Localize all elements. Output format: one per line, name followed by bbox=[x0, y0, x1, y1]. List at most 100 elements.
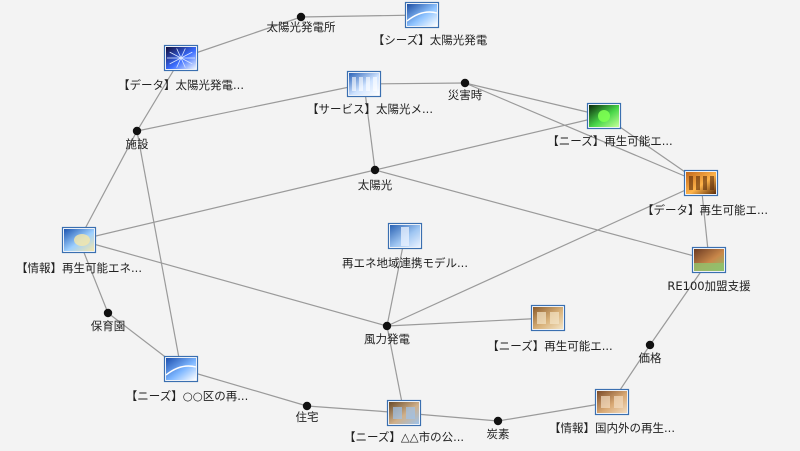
thumb-ray bbox=[176, 48, 182, 59]
thumb-ray bbox=[180, 57, 193, 65]
node-label: 再エネ地域連携モデル... bbox=[342, 256, 468, 270]
thumb-window bbox=[601, 396, 610, 408]
thumb-window bbox=[393, 407, 402, 419]
node-label: 太陽光 bbox=[358, 178, 393, 192]
edge-n1-n2 bbox=[300, 14, 423, 18]
edge-n7-n10 bbox=[78, 130, 138, 241]
thumb-bar bbox=[696, 176, 700, 190]
node-dot[interactable] bbox=[460, 78, 470, 88]
thumb-ray bbox=[169, 57, 182, 65]
thumb-bar bbox=[710, 176, 714, 190]
node-dot[interactable] bbox=[645, 340, 655, 350]
node-dot[interactable] bbox=[103, 308, 113, 318]
thumb-bar bbox=[359, 77, 363, 91]
node-label: 炭素 bbox=[487, 427, 510, 441]
graph-node-n10[interactable]: 【情報】再生可能エネ... bbox=[16, 226, 142, 276]
graph-node-n21[interactable]: 【情報】国内外の再生... bbox=[549, 388, 675, 436]
graph-node-n7[interactable]: 施設 bbox=[126, 126, 149, 151]
thumbnail-image bbox=[407, 4, 437, 26]
thumbnail-image bbox=[349, 73, 379, 95]
thumb-window bbox=[537, 312, 546, 324]
node-label: 価格 bbox=[639, 351, 662, 365]
thumb-window bbox=[550, 312, 559, 324]
edge-n5-n9 bbox=[464, 82, 702, 184]
thumb-bar bbox=[366, 77, 370, 91]
graph-node-n4[interactable]: 【サービス】太陽光メ... bbox=[307, 70, 433, 117]
graph-node-n3[interactable]: 【データ】太陽光発電... bbox=[118, 44, 244, 93]
node-label: 保育園 bbox=[91, 319, 126, 333]
edge-n8-n10 bbox=[78, 169, 376, 241]
edge-n14-n19 bbox=[386, 325, 405, 414]
node-label: 風力発電 bbox=[364, 332, 410, 346]
node-label: 【情報】国内外の再生... bbox=[549, 421, 675, 435]
graph-node-n16[interactable]: 価格 bbox=[639, 340, 662, 365]
graph-node-n8[interactable]: 太陽光 bbox=[358, 165, 393, 192]
graph-node-n1[interactable]: 太陽光発電所 bbox=[267, 12, 336, 34]
node-label: 【情報】再生可能エネ... bbox=[16, 261, 142, 275]
thumb-glow bbox=[598, 110, 610, 122]
edge-n10-n14 bbox=[78, 239, 388, 327]
graph-node-n20[interactable]: 炭素 bbox=[487, 416, 510, 441]
node-label: 【データ】再生可能エ... bbox=[642, 203, 768, 217]
node-label: 【データ】太陽光発電... bbox=[118, 78, 244, 92]
node-label: 施設 bbox=[126, 137, 149, 151]
thumb-ray bbox=[180, 51, 193, 59]
node-dot[interactable] bbox=[302, 401, 312, 411]
node-label: 住宅 bbox=[296, 410, 319, 424]
node-dot[interactable] bbox=[370, 165, 380, 175]
thumb-window bbox=[406, 407, 415, 419]
edge-n11-n14 bbox=[386, 235, 406, 327]
thumb-ray bbox=[176, 57, 182, 68]
node-label: 【ニーズ】○○区の再... bbox=[126, 389, 248, 403]
edge-n7-n17 bbox=[136, 130, 182, 370]
thumb-streak bbox=[406, 11, 438, 22]
thumb-ground bbox=[694, 263, 724, 271]
thumb-window bbox=[614, 396, 623, 408]
node-label: 【サービス】太陽光メ... bbox=[307, 102, 433, 116]
graph-node-n17[interactable]: 【ニーズ】○○区の再... bbox=[126, 355, 248, 404]
node-label: 災害時 bbox=[448, 88, 483, 102]
edge-n14-n9 bbox=[386, 182, 702, 327]
edge-n20-n21 bbox=[497, 401, 613, 422]
thumb-bar bbox=[703, 176, 707, 190]
thumbnail-image bbox=[686, 172, 716, 194]
edge-n17-n18 bbox=[180, 368, 308, 407]
edge-n5-n6 bbox=[464, 82, 605, 117]
graph-node-n15[interactable]: 【ニーズ】再生可能エ... bbox=[487, 304, 613, 354]
node-label: 太陽光発電所 bbox=[267, 20, 336, 34]
edge-n8-n12 bbox=[374, 169, 710, 261]
graph-node-n13[interactable]: 保育園 bbox=[91, 308, 126, 333]
node-dot[interactable] bbox=[132, 126, 142, 136]
node-label: 【ニーズ】再生可能エ... bbox=[487, 339, 612, 353]
node-layer: 太陽光発電所【シーズ】太陽光発電【データ】太陽光発電... 【サービス】太陽光メ.… bbox=[16, 1, 768, 445]
graph-node-n6[interactable]: 【ニーズ】再生可能エ... bbox=[547, 102, 673, 149]
graph-node-n5[interactable]: 災害時 bbox=[448, 78, 483, 102]
graph-node-n9[interactable]: 【データ】再生可能エ... bbox=[642, 169, 768, 218]
node-dot[interactable] bbox=[382, 321, 392, 331]
graph-node-n18[interactable]: 住宅 bbox=[296, 401, 319, 424]
thumb-bar bbox=[689, 176, 693, 190]
node-label: 【シーズ】太陽光発電 bbox=[373, 33, 488, 47]
node-dot[interactable] bbox=[296, 12, 306, 22]
edge-n3-n1 bbox=[180, 16, 302, 59]
node-label: 【ニーズ】再生可能エ... bbox=[547, 134, 672, 148]
graph-node-n14[interactable]: 風力発電 bbox=[364, 321, 410, 346]
edge-n8-n6 bbox=[374, 115, 605, 171]
thumb-ray bbox=[180, 48, 186, 59]
thumb-bar bbox=[373, 77, 377, 91]
thumb-ray bbox=[180, 57, 186, 68]
graph-node-n2[interactable]: 【シーズ】太陽光発電 bbox=[373, 1, 488, 48]
thumbnail-image bbox=[166, 358, 196, 380]
graph-node-n12[interactable]: RE100加盟支援 bbox=[667, 246, 751, 294]
thumb-bar bbox=[352, 77, 356, 91]
graph-node-n11[interactable]: 再エネ地域連携モデル... bbox=[342, 222, 468, 271]
thumb-ray bbox=[169, 51, 182, 59]
node-dot[interactable] bbox=[493, 416, 503, 426]
node-label: RE100加盟支援 bbox=[667, 279, 751, 293]
edge-n4-n8 bbox=[363, 83, 376, 171]
edge-n7-n4 bbox=[136, 83, 365, 132]
node-label: 【ニーズ】△△市の公... bbox=[344, 430, 464, 444]
graph-node-n19[interactable]: 【ニーズ】△△市の公... bbox=[344, 399, 464, 445]
edge-layer bbox=[78, 14, 710, 422]
